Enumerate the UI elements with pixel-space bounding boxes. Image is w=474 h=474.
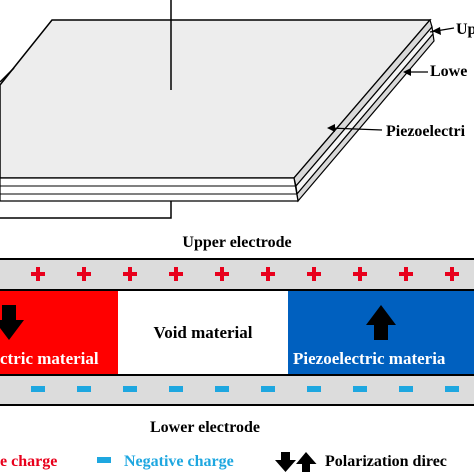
negative-charge — [215, 386, 229, 392]
cross-section — [0, 258, 474, 406]
negative-charge — [307, 386, 321, 392]
positive-charge-stem — [404, 267, 408, 281]
label-left-material: ctric material — [0, 349, 99, 368]
label-piezoelectric-3d: Piezoelectri — [386, 123, 466, 140]
plate-front-edge — [0, 177, 299, 202]
positive-charge-stem — [358, 267, 362, 281]
left-piezo-material — [0, 290, 118, 375]
negative-charge — [123, 386, 137, 392]
positive-charge-stem — [82, 267, 86, 281]
polarization-arrow-down — [0, 305, 24, 340]
label-lower-electrode: Lower electrode — [150, 419, 260, 436]
negative-charge — [353, 386, 367, 392]
negative-charge — [77, 386, 91, 392]
positive-charge-stem — [220, 267, 224, 281]
legend-arrow-up — [296, 452, 317, 472]
legend-negative-swatch — [97, 457, 111, 463]
label-upper-electrode: Upper electrode — [182, 234, 291, 251]
negative-charge — [445, 386, 459, 392]
legend-negative-label: Negative charge — [124, 453, 234, 470]
label-right-material: Piezoelectric materia — [293, 349, 446, 368]
negative-charge — [261, 386, 275, 392]
positive-charge-stem — [128, 267, 132, 281]
positive-charge-stem — [174, 267, 178, 281]
leader-upper-arrow — [432, 27, 441, 35]
label-void-material: Void material — [153, 323, 252, 342]
legend-polarization-label: Polarization direc — [325, 453, 447, 470]
leader-lower-arrow — [403, 68, 411, 76]
leader-piezo-arrow — [327, 124, 335, 132]
wire-left — [0, 67, 15, 83]
label-lower-electrode-3d: Lowe — [430, 63, 467, 80]
void-material — [118, 290, 288, 375]
negative-charge — [31, 386, 45, 392]
positive-charge-stem — [36, 267, 40, 281]
positive-charge-stem — [450, 267, 454, 281]
negative-charge — [399, 386, 413, 392]
plate-3d — [0, 0, 455, 219]
positive-charge-stem — [312, 267, 316, 281]
legend-positive-label: e charge — [0, 453, 57, 470]
wire-lower — [0, 201, 172, 219]
positive-charge-stem — [266, 267, 270, 281]
legend-arrow-down — [275, 452, 296, 472]
leader-piezo — [328, 127, 383, 131]
negative-charge — [169, 386, 183, 392]
label-upper-electrode-3d: Upp — [456, 21, 474, 38]
polarization-arrow-up — [366, 305, 396, 340]
legend — [97, 452, 317, 472]
